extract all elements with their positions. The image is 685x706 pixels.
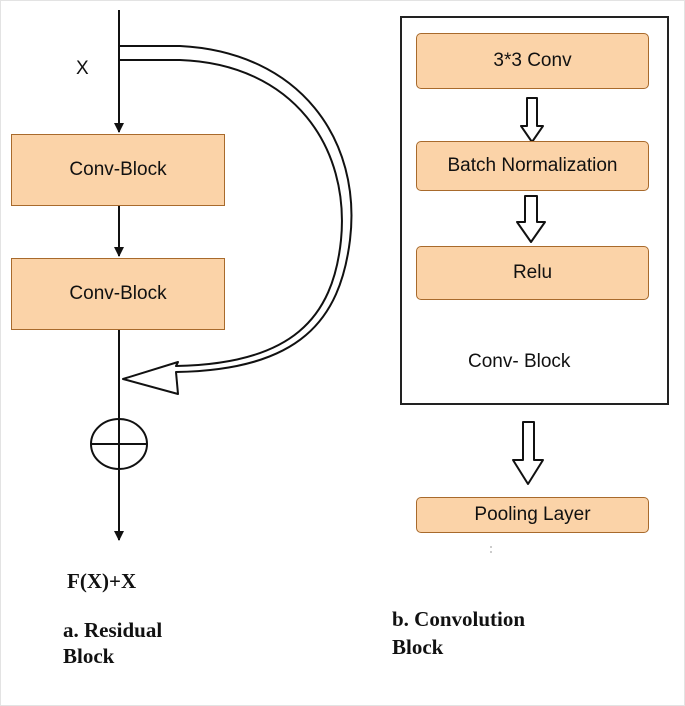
convolution-caption-line2: Block xyxy=(392,635,444,659)
residual-caption-line2: Block xyxy=(63,644,115,668)
output-label: F(X)+X xyxy=(67,569,137,593)
conv3x3-step: 3*3 Conv xyxy=(416,33,649,89)
pooling-layer: Pooling Layer xyxy=(416,497,649,533)
hollow-arrow-down-icon xyxy=(520,97,544,143)
conv-block-1: Conv-Block xyxy=(11,134,225,206)
conv-block-label: Conv- Block xyxy=(468,351,571,372)
relu-step: Relu xyxy=(416,246,649,300)
conv-block-container xyxy=(400,16,669,405)
hollow-arrow-down-icon xyxy=(516,195,546,243)
batch-norm-step: Batch Normalization xyxy=(416,141,649,191)
convolution-caption-line1: b. Convolution xyxy=(392,607,526,631)
hollow-arrow-down-icon xyxy=(512,421,544,485)
curved-skip-arrow-icon xyxy=(118,45,353,395)
residual-caption-line1: a. Residual xyxy=(63,618,163,642)
conv-block-2: Conv-Block xyxy=(11,258,225,330)
circled-plus-icon xyxy=(90,418,148,470)
input-x-label: X xyxy=(76,58,89,79)
